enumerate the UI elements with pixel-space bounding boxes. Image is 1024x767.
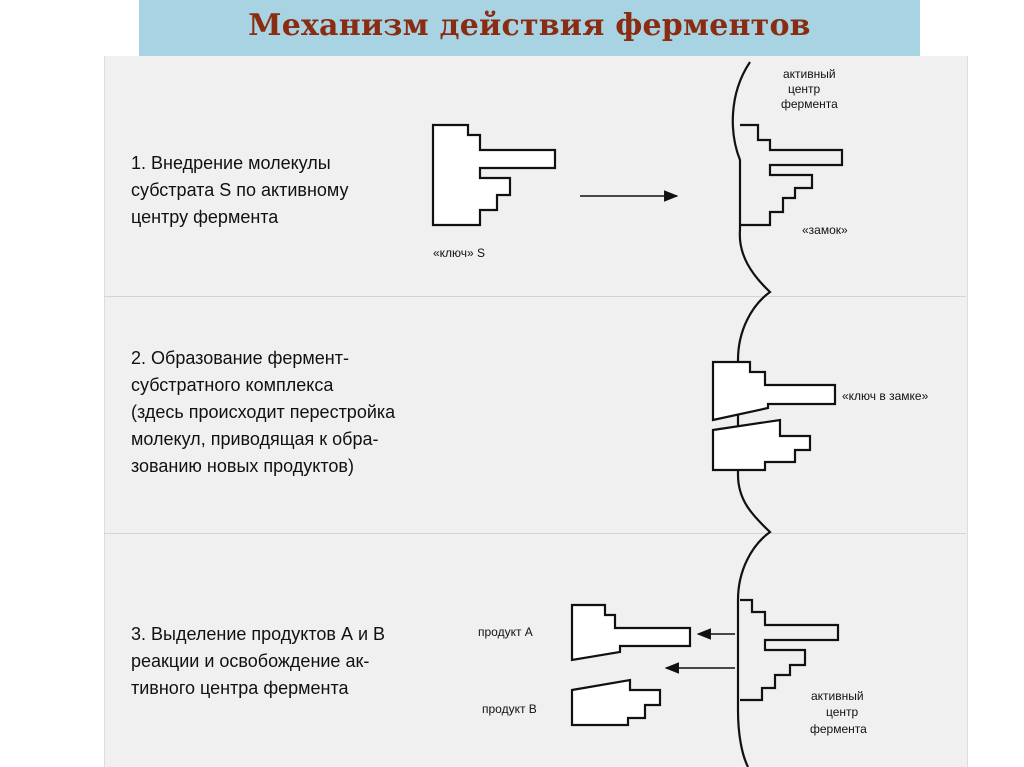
step-1-line-1: 1. Внедрение молекулы xyxy=(131,153,331,173)
active-center-top-line-2: центр xyxy=(788,82,821,96)
active-center-top-line-3: фермента xyxy=(781,97,838,111)
step-2-line-5: зованию новых продуктов) xyxy=(131,456,354,476)
key-label: «ключ» S xyxy=(433,246,485,260)
step-3-line-2: реакции и освобождение ак- xyxy=(131,651,370,671)
key-in-lock-label: «ключ в замке» xyxy=(842,389,929,403)
step-3-line-3: тивного центра фермента xyxy=(131,678,349,698)
step-2-line-1: 2. Образование фермент- xyxy=(131,348,349,368)
lock-label: «замок» xyxy=(802,223,848,237)
active-center-bottom-line-3: фермента xyxy=(810,722,867,736)
active-center-pocket-3 xyxy=(740,598,840,702)
row-divider-2 xyxy=(104,533,966,534)
key-in-lock-lower xyxy=(711,418,812,472)
step-3-line-1: 3. Выделение продуктов А и В xyxy=(131,624,386,644)
product-a-shape xyxy=(570,603,692,662)
title-bar: Механизм действия ферментов xyxy=(139,0,920,56)
key-substrate xyxy=(431,123,557,227)
enzyme-boundary xyxy=(731,61,772,767)
step-2-line-3: (здесь происходит перестройка xyxy=(131,402,396,422)
row-divider-1 xyxy=(104,296,966,297)
key-in-lock-upper xyxy=(711,360,837,422)
step-1-line-2: субстрата S по активному xyxy=(131,180,349,200)
step-1-line-3: центру фермента xyxy=(131,207,279,227)
step-2-line-2: субстратного комплекса xyxy=(131,375,334,395)
product-b-shape xyxy=(570,678,662,727)
step-3-text: 3. Выделение продуктов А и В реакции и о… xyxy=(131,621,385,702)
slide-title: Механизм действия ферментов xyxy=(248,8,811,43)
active-center-bottom-line-1: активный xyxy=(811,689,864,703)
content-panel xyxy=(104,56,968,767)
product-a-label: продукт А xyxy=(478,625,533,639)
active-center-pocket-1 xyxy=(740,123,844,227)
step-2-text: 2. Образование фермент- субстратного ком… xyxy=(131,345,395,480)
step-2-line-4: молекул, приводящая к обра- xyxy=(131,429,379,449)
active-center-bottom-line-2: центр xyxy=(826,705,859,719)
product-b-label: продукт В xyxy=(482,702,537,716)
step-1-text: 1. Внедрение молекулы субстрата S по акт… xyxy=(131,150,348,231)
active-center-top-line-1: активный xyxy=(783,67,836,81)
